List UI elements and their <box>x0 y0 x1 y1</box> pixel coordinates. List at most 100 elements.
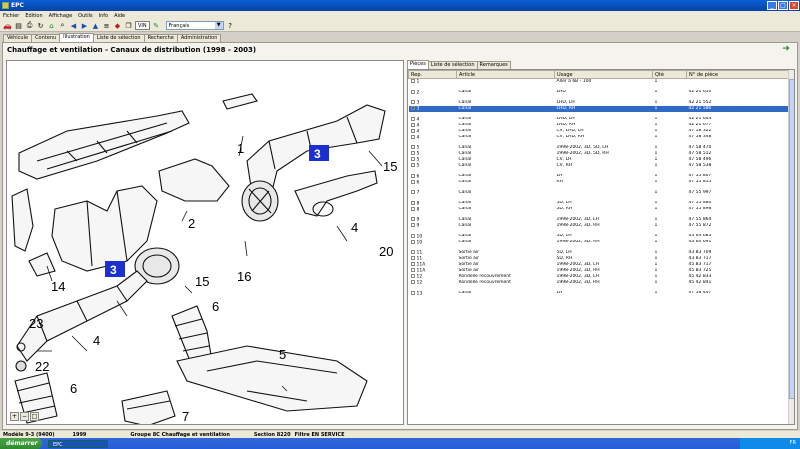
book-icon[interactable]: ▤ <box>15 21 22 30</box>
chevron-down-icon[interactable]: ▼ <box>214 22 223 29</box>
row-checkbox[interactable] <box>410 157 415 161</box>
col-article[interactable]: Article <box>456 70 555 79</box>
tray-language[interactable]: FR <box>789 440 796 446</box>
diagram-label[interactable]: 5 <box>279 347 286 362</box>
language-select[interactable]: Français ▼ <box>165 21 224 30</box>
diagram-label[interactable]: 6 <box>70 381 77 396</box>
menu-affichage[interactable]: Affichage <box>48 12 73 19</box>
back-icon[interactable]: ◀ <box>70 21 77 30</box>
zoom-in-icon[interactable]: + <box>10 412 19 421</box>
diagram-label[interactable]: 2 <box>188 216 195 231</box>
tab-illustration[interactable]: Illustration <box>59 33 94 42</box>
tab-liste-selection-right[interactable]: Liste de sélection <box>427 61 478 69</box>
row-checkbox[interactable] <box>410 274 415 278</box>
diagram-label[interactable]: 16 <box>237 269 251 284</box>
row-checkbox[interactable] <box>410 79 415 83</box>
menu-aide[interactable]: Aide <box>114 12 126 19</box>
refresh-icon[interactable]: ↻ <box>37 21 44 30</box>
row-checkbox[interactable] <box>410 190 415 194</box>
tab-vehicule[interactable]: Véhicule <box>3 34 33 42</box>
row-checkbox[interactable] <box>410 268 415 272</box>
export-icon[interactable]: ➜ <box>782 44 790 54</box>
row-checkbox[interactable] <box>410 89 415 94</box>
car-icon[interactable]: 🚗 <box>3 21 12 30</box>
row-checkbox[interactable] <box>410 233 415 238</box>
row-checkbox[interactable] <box>410 262 415 266</box>
menu-info[interactable]: Info <box>98 12 109 19</box>
row-checkbox[interactable] <box>410 217 415 221</box>
table-scrollbar[interactable] <box>788 70 794 424</box>
row-checkbox[interactable] <box>410 128 415 133</box>
row-checkbox[interactable] <box>410 100 415 104</box>
col-part-number[interactable]: N° de pièce <box>686 70 790 79</box>
copy-icon[interactable]: ❐ <box>125 21 132 30</box>
tab-remarques[interactable]: Remarques <box>476 61 511 69</box>
diagram-label[interactable]: 15 <box>383 159 397 174</box>
diagram-label[interactable]: 15 <box>195 274 209 289</box>
row-checkbox[interactable] <box>410 106 415 110</box>
row-checkbox[interactable] <box>410 200 415 205</box>
diagram-label[interactable]: 22 <box>35 359 49 374</box>
list-icon[interactable]: ≡ <box>103 21 110 30</box>
forward-icon[interactable]: ▶ <box>81 21 88 30</box>
close-icon[interactable]: × <box>789 1 799 10</box>
row-checkbox[interactable] <box>410 163 415 167</box>
row-checkbox[interactable] <box>410 223 415 227</box>
row-checkbox[interactable] <box>410 206 415 211</box>
row-checkbox[interactable] <box>410 290 415 295</box>
row-checkbox[interactable] <box>410 116 415 121</box>
tab-liste-selection[interactable]: Liste de sélection <box>92 34 145 42</box>
diagram-label[interactable]: 6 <box>212 299 219 314</box>
col-usage[interactable]: Usage <box>554 70 653 79</box>
vin-button[interactable]: VIN <box>135 21 150 30</box>
edit-icon[interactable]: ✎ <box>153 21 160 30</box>
diagram-label[interactable]: 23 <box>29 316 43 331</box>
diagram-label[interactable]: 4 <box>93 333 100 348</box>
diagram-label[interactable]: 14 <box>51 279 65 294</box>
search-icon[interactable]: ⌕ <box>60 21 65 29</box>
row-checkbox[interactable] <box>410 145 415 149</box>
row-checkbox[interactable] <box>410 134 415 139</box>
tab-administration[interactable]: Administration <box>176 34 222 42</box>
row-checkbox[interactable] <box>410 280 415 284</box>
tab-pieces[interactable]: Pièces <box>407 60 429 69</box>
col-qty[interactable]: Qté <box>652 70 687 79</box>
menu-edition[interactable]: Edition <box>25 12 43 19</box>
diagram-label[interactable]: 20 <box>379 244 393 259</box>
row-checkbox[interactable] <box>410 179 415 184</box>
zoom-out-icon[interactable]: − <box>20 412 29 421</box>
menu-fichier[interactable]: Fichier <box>3 12 20 19</box>
row-checkbox[interactable] <box>410 239 415 244</box>
cart-icon[interactable]: ◆ <box>114 21 121 30</box>
maximize-icon[interactable]: □ <box>778 1 788 10</box>
scrollbar-thumb[interactable] <box>789 79 794 399</box>
print-icon[interactable]: ⎙ <box>26 21 33 29</box>
diagram-label-selected[interactable]: 3 <box>314 147 321 161</box>
menu-outils[interactable]: Outils <box>78 12 93 19</box>
home-icon[interactable]: ⌂ <box>49 21 54 30</box>
